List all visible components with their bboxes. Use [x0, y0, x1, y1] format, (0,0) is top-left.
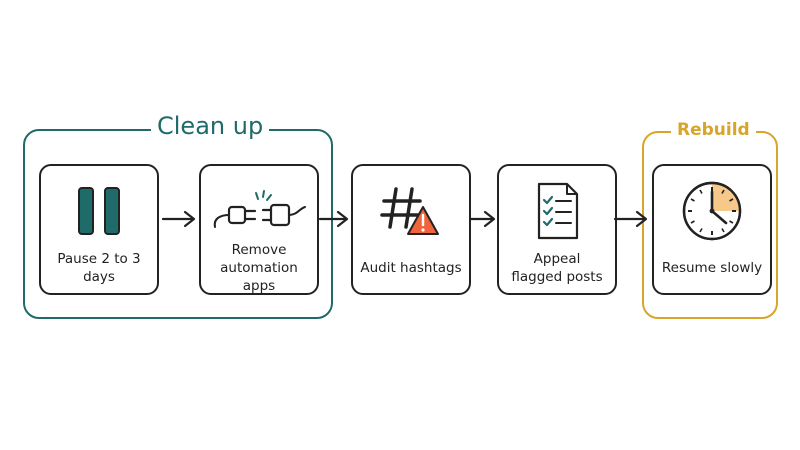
step-pause: Pause 2 to 3 days	[39, 164, 159, 295]
step-label: Resume slowly	[656, 244, 768, 292]
step-remove-automation-apps: Remove automation apps	[199, 164, 319, 295]
pause-icon	[41, 180, 157, 242]
step-label-line: flagged posts	[511, 269, 603, 285]
step-label: Remove automation apps	[203, 242, 315, 294]
clock-icon	[654, 180, 770, 242]
hashtag-warning-icon	[353, 180, 469, 242]
rebuild-group-label: Rebuild	[671, 120, 756, 140]
step-label-line: Pause 2 to 3 days	[57, 251, 141, 285]
arrow-right-icon	[613, 210, 648, 228]
cleanup-group-label: Clean up	[151, 112, 270, 140]
step-label-line: Appeal	[533, 251, 581, 267]
arrow-right-icon	[469, 210, 496, 228]
step-label: Audit hashtags	[355, 244, 467, 292]
step-label: Pause 2 to 3 days	[43, 244, 155, 292]
unplug-icon	[201, 180, 317, 242]
step-label-line: Audit hashtags	[360, 260, 462, 276]
arrow-right-icon	[318, 210, 349, 228]
step-label-line: Resume slowly	[661, 260, 763, 276]
step-label: Appeal flagged posts	[501, 244, 613, 292]
step-label-line: automation apps	[220, 260, 298, 294]
step-resume-slowly: Resume slowly	[652, 164, 772, 295]
checklist-document-icon	[499, 180, 615, 242]
step-appeal-flagged-posts: Appeal flagged posts	[497, 164, 617, 295]
arrow-right-icon	[161, 210, 196, 228]
step-audit-hashtags: Audit hashtags	[351, 164, 471, 295]
step-label-line: Remove	[231, 242, 287, 258]
